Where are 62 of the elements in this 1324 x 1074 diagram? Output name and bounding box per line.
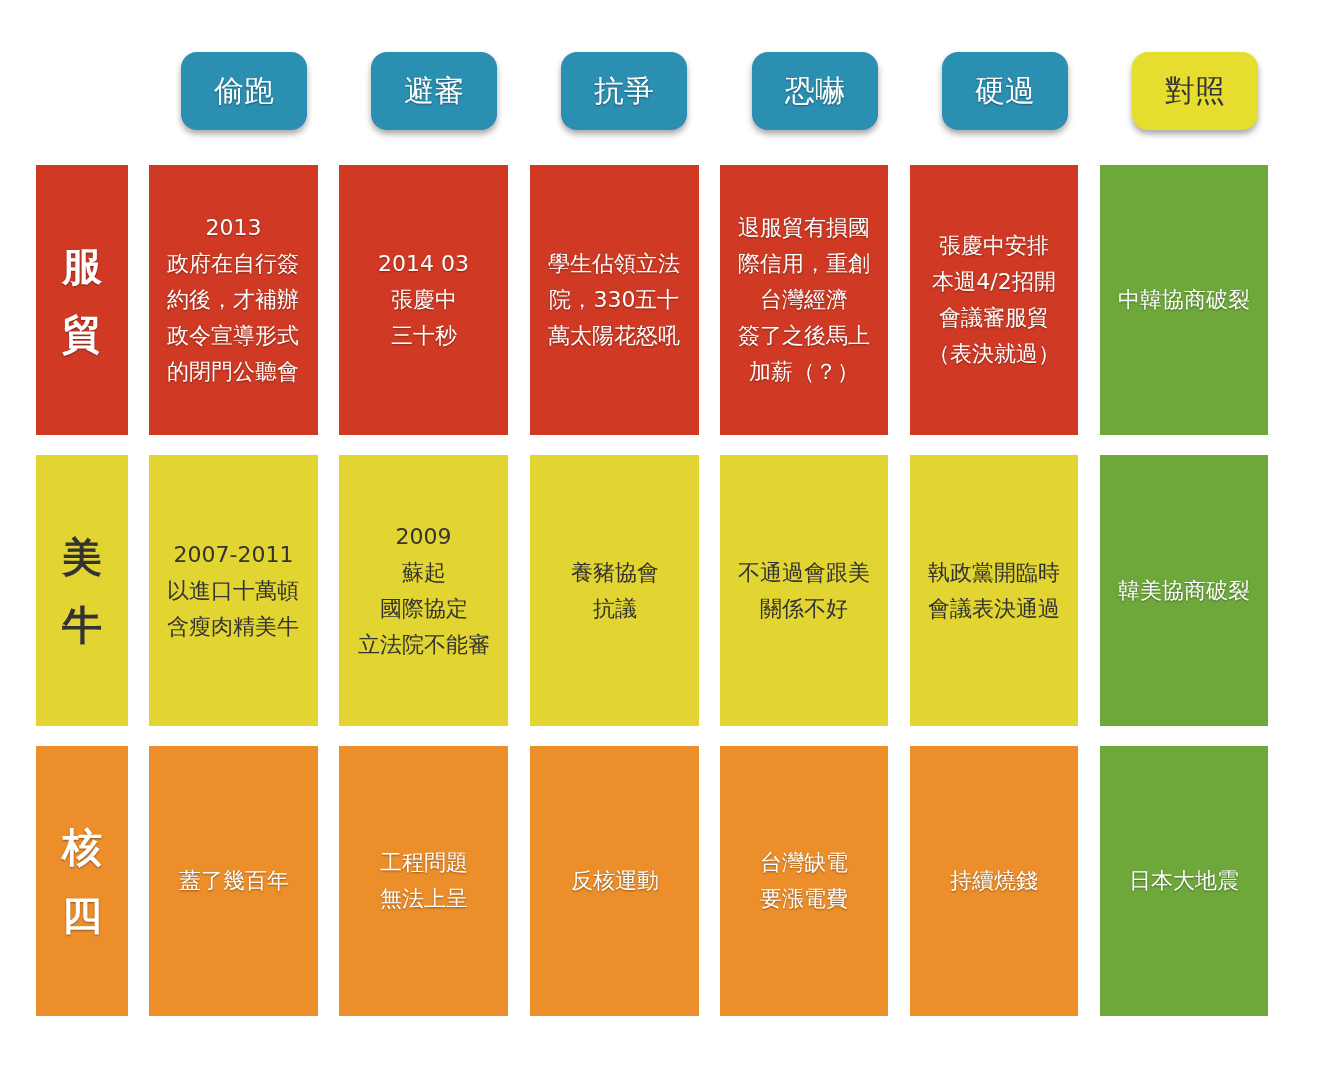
cell-text: 簽了之後馬上加薪（？）: [737, 322, 871, 386]
cell-text: 2009: [395, 522, 452, 551]
cell-text: 持續燒錢: [950, 867, 1038, 895]
cell-text: 要漲電費: [760, 885, 848, 913]
row-header-card: [36, 455, 128, 726]
cell-text: 張慶中: [390, 286, 457, 314]
text-card: [1100, 165, 1268, 435]
text-card: [1100, 455, 1268, 726]
text-card: [149, 455, 318, 726]
cell-text: 蓋了幾百年: [178, 867, 289, 895]
column-header-button: 抗爭: [561, 52, 687, 130]
cell-text: 台灣缺電: [760, 849, 848, 877]
text-card: [530, 746, 699, 1016]
cell-text: 執政黨開臨時會議表決通過: [927, 558, 1061, 623]
text-card: [149, 746, 318, 1016]
text-card: [910, 165, 1078, 435]
cell-text: 國際協定: [379, 594, 468, 623]
cell-text: 退服貿有損國際信用，重創台灣經濟: [737, 214, 871, 314]
row-label: 服貿: [60, 242, 103, 359]
cell-text: 本週4/2招開: [932, 268, 1056, 296]
cell-text: 無法上呈: [379, 885, 468, 913]
cell-text: （表決就過）: [928, 340, 1060, 368]
cell-text: 中韓協商破裂: [1118, 286, 1250, 314]
text-card: [910, 455, 1078, 726]
text-card: [339, 165, 508, 435]
column-header-button: 偷跑: [181, 52, 307, 130]
row-label: 美牛: [61, 532, 103, 650]
text-card: [1100, 746, 1268, 1016]
text-card: [530, 455, 699, 726]
column-header-button: 對照: [1132, 52, 1258, 130]
cell-text: 2013: [204, 214, 263, 242]
text-card: [149, 165, 318, 435]
cell-text: 蘇起: [401, 558, 446, 587]
cell-text: 張慶中安排: [939, 232, 1049, 260]
cell-text: 韓美協商破裂: [1118, 576, 1250, 605]
cell-text: 不通過會跟美關係不好: [737, 558, 871, 623]
text-card: [339, 746, 508, 1016]
cell-text: 抗議: [592, 594, 637, 623]
cell-text: 工程問題: [379, 849, 468, 877]
text-card: [720, 165, 888, 435]
cell-text: 會議審服貿: [939, 304, 1049, 332]
cell-text: 養豬協會: [570, 558, 659, 587]
cell-text: 學生佔領立法院，330五十萬太陽花怒吼: [547, 250, 682, 350]
cell-text: 反核運動: [570, 867, 659, 895]
row-header-card: [36, 746, 128, 1016]
text-card: [910, 746, 1078, 1016]
text-card: [720, 455, 888, 726]
column-header-button: 避審: [371, 52, 497, 130]
row-label: 核四: [60, 823, 103, 940]
cell-text: 三十秒: [390, 322, 457, 350]
column-header-button: 恐嚇: [752, 52, 878, 130]
cell-text: 政府在自行簽約後，才補辦政令宣導形式的閉門公聽會: [166, 250, 301, 386]
cell-text: 2014 03: [378, 250, 469, 278]
text-card: [339, 455, 508, 726]
cell-text: 日本大地震: [1129, 867, 1239, 895]
text-card: [530, 165, 699, 435]
cell-text: 2007-2011: [172, 540, 295, 569]
row-header-card: [36, 165, 128, 435]
column-header-button: 硬過: [942, 52, 1068, 130]
cell-text: 立法院不能審: [357, 630, 490, 659]
cell-text: 以進口十萬頓含瘦肉精美牛: [166, 576, 301, 641]
text-card: [720, 746, 888, 1016]
